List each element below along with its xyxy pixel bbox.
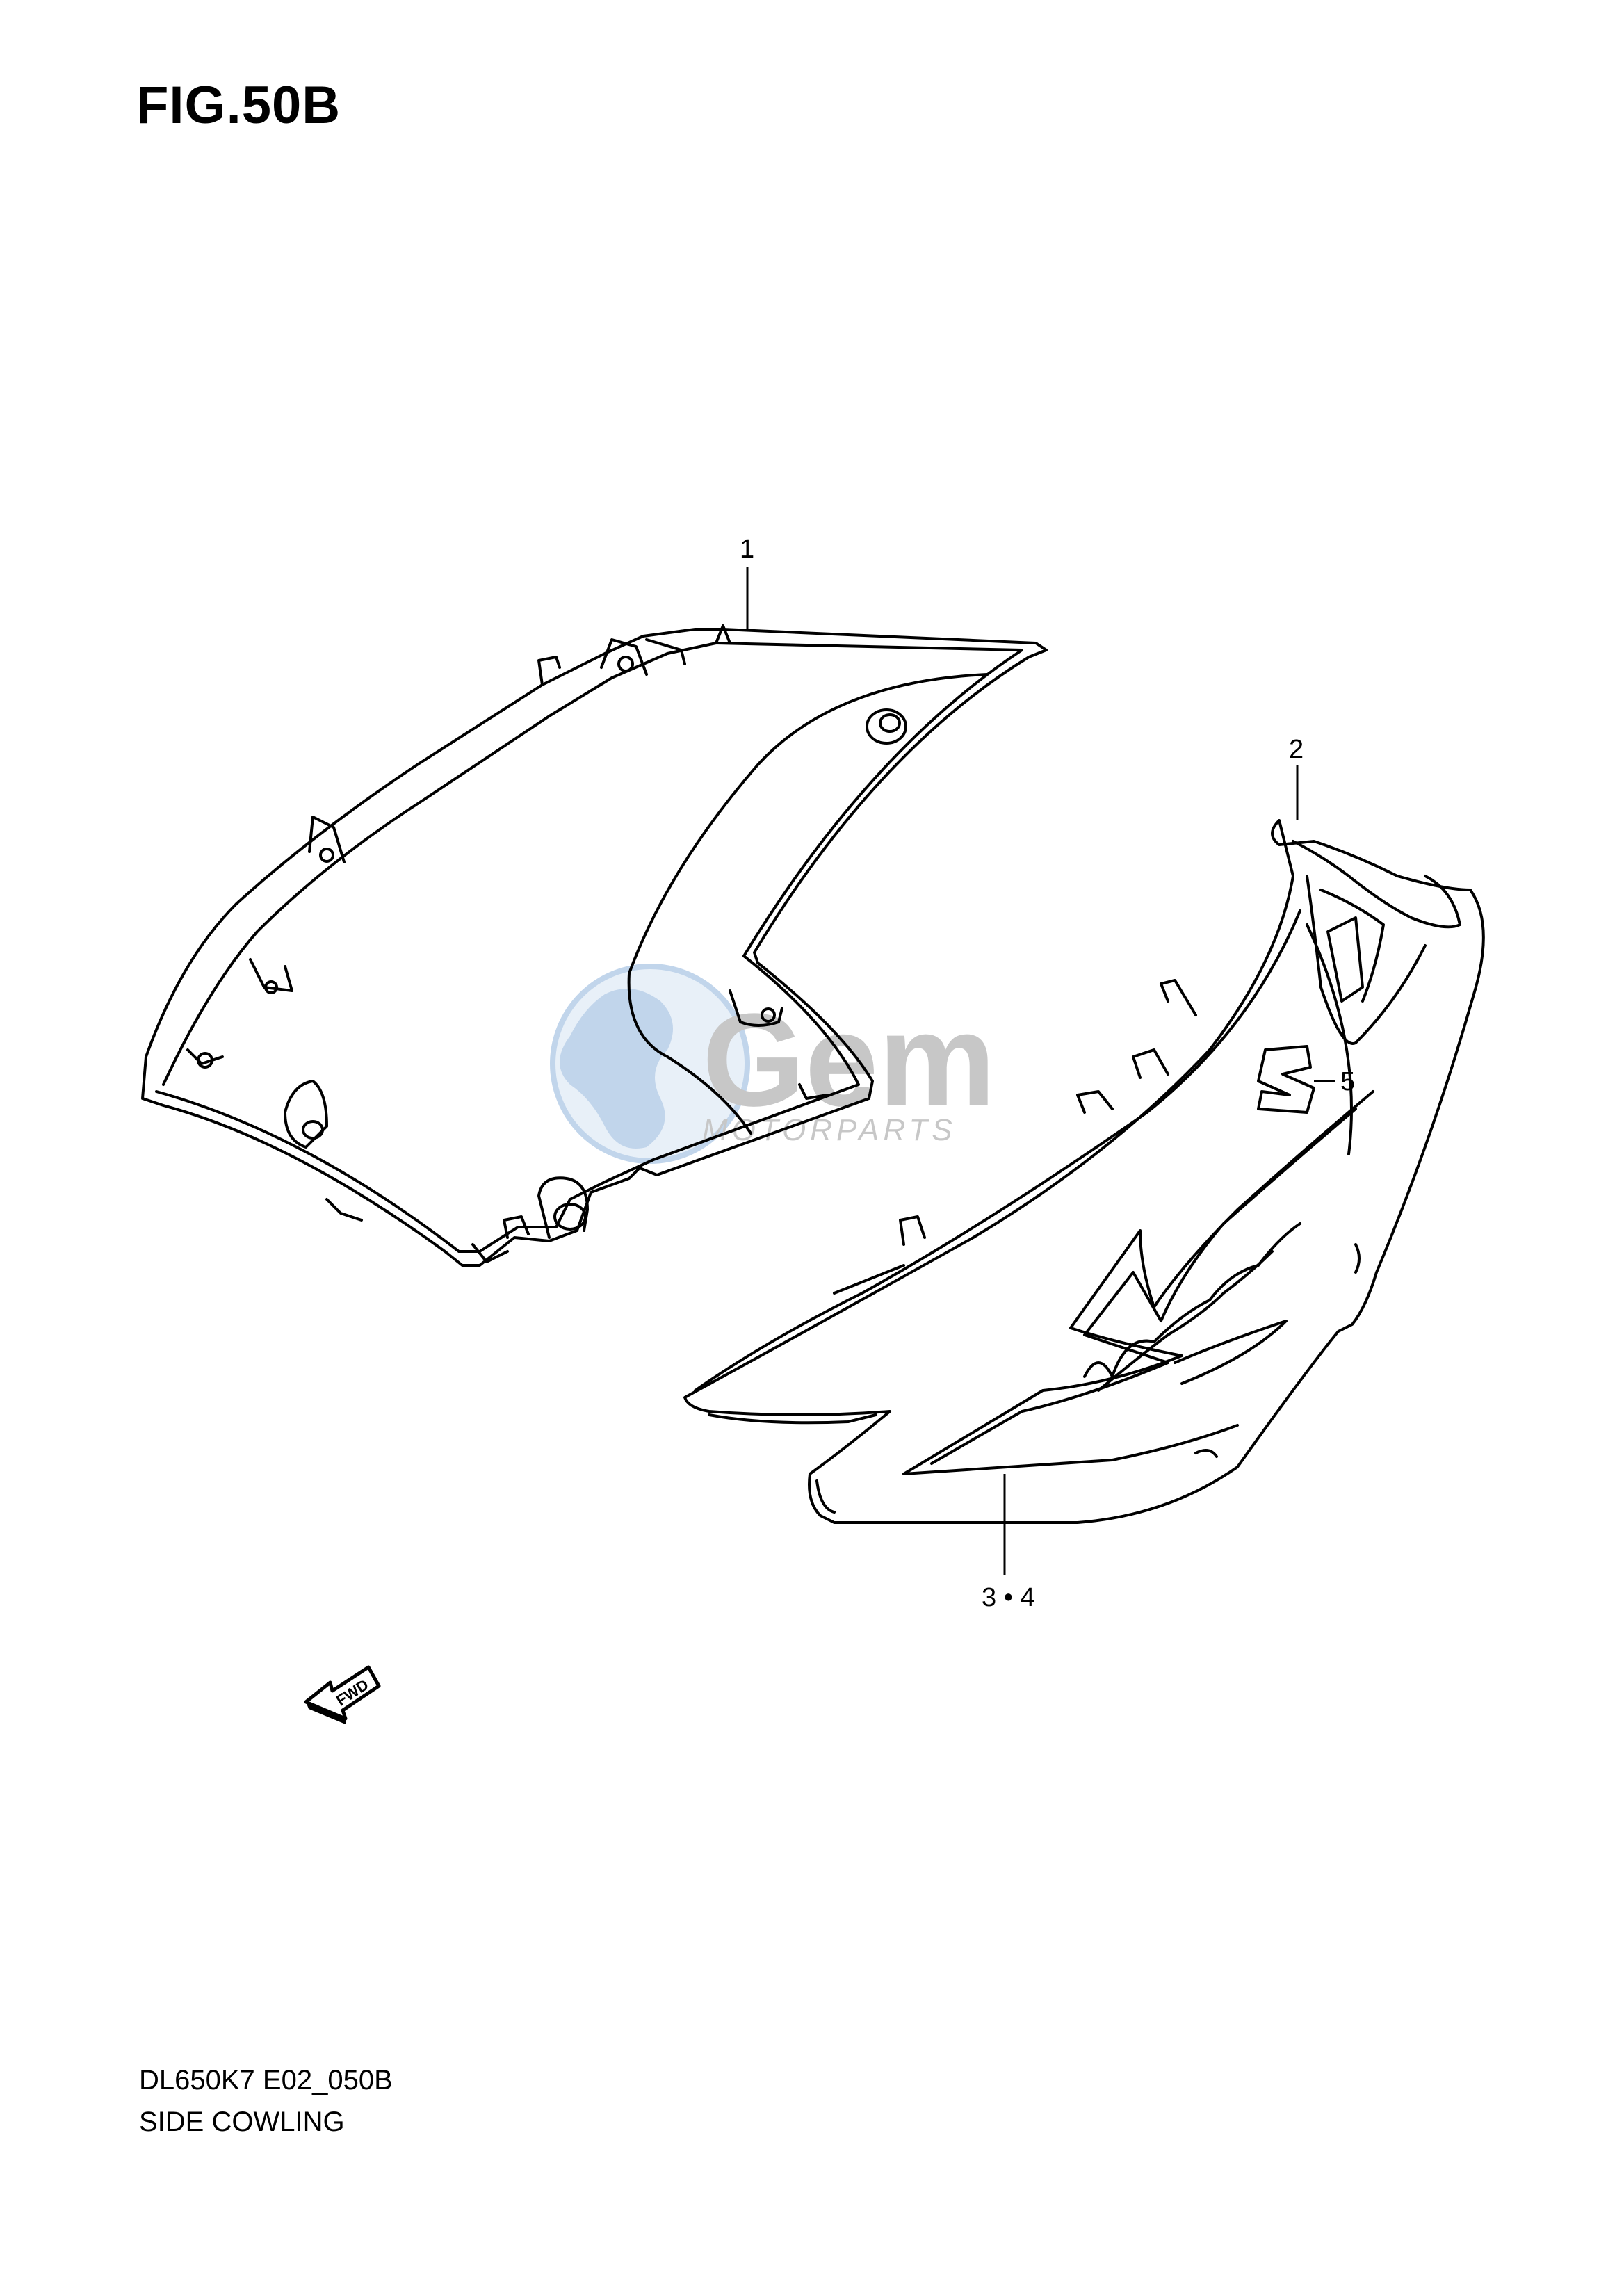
figure-code: DL650K7 E02_050B [139, 2065, 393, 2095]
callout-3-4: 3 • 4 [982, 1583, 1035, 1612]
part-1-side-cowling-panel [141, 624, 1048, 1267]
forward-arrow-icon: FWD [304, 1665, 381, 1724]
callout-5: 5 [1340, 1067, 1355, 1096]
watermark-continent-shape [560, 989, 673, 1149]
callout-2: 2 [1289, 735, 1304, 764]
watermark: Gem MOTORPARTS [550, 964, 996, 1164]
watermark-brand: Gem [702, 987, 996, 1134]
figure-title: FIG.50B [136, 76, 341, 135]
part-5-emblem [1257, 1045, 1315, 1114]
callout-1: 1 [740, 535, 754, 564]
figure-name: SIDE COWLING [139, 2107, 345, 2137]
part-2-side-cowling-outer [683, 819, 1485, 1524]
leader-lines [746, 567, 1335, 1575]
watermark-tagline: MOTORPARTS [702, 1113, 957, 1147]
